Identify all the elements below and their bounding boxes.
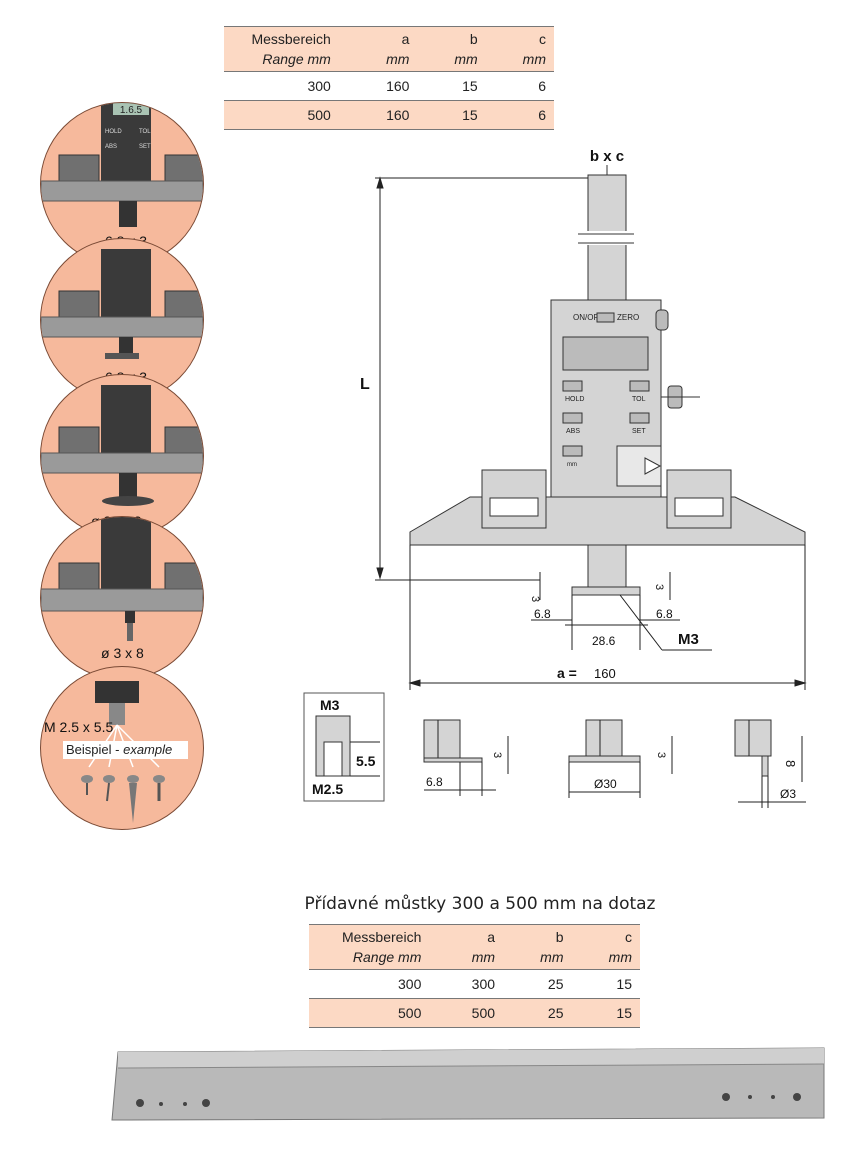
gauge-base-photo — [41, 385, 203, 506]
circle-photo-1: 1.6.5 HOLD TOL ABS SET 6,8 x 3 — [40, 102, 204, 266]
gauge-base-photo — [41, 249, 203, 359]
cell-range: 500 — [307, 107, 331, 123]
m3-callout: M3 — [678, 631, 699, 648]
extension-bridge-caption: Přídavné můstky 300 a 500 mm na dotaz — [304, 894, 656, 914]
example-note-de: Beispiel — [66, 742, 112, 757]
dim68-right: 6.8 — [656, 607, 673, 621]
header-c: c — [539, 31, 546, 47]
a-dim-label: a = — [557, 665, 577, 681]
mm-button-label: mm — [567, 462, 577, 468]
header-a: a — [401, 31, 410, 47]
detail-d55: 5.5 — [356, 753, 376, 769]
detail2-dim30: Ø30 — [594, 777, 617, 791]
cell-a: 300 — [471, 976, 496, 992]
cell-b: 15 — [462, 107, 478, 123]
cell-c: 6 — [538, 107, 546, 123]
probe-tips-photo — [81, 681, 165, 823]
example-note-sep: - — [111, 742, 124, 757]
cell-b: 25 — [547, 976, 564, 992]
header-c-unit: mm — [608, 949, 632, 965]
header-a: a — [487, 929, 496, 945]
cell-b: 15 — [462, 78, 478, 94]
cell-a: 160 — [386, 107, 410, 123]
cell-range: 500 — [398, 1005, 422, 1021]
dim3-left: 3 — [529, 596, 541, 602]
circle-photo-3: ø 30 x 3 — [40, 374, 204, 538]
header-c: c — [625, 929, 632, 945]
header-messbereich: Messbereich — [341, 929, 422, 945]
table-row: 500 160 15 6 — [224, 100, 554, 130]
display-readout: 1.6.5 — [120, 105, 143, 116]
probe-thread-label: M 2.5 x 5.5 — [44, 719, 114, 735]
example-note: Beispiel - example — [63, 741, 188, 759]
cell-range: 300 — [307, 78, 331, 94]
circle-photo-4: ø 3 x 8 — [40, 516, 204, 680]
cell-c: 6 — [538, 78, 546, 94]
header-range-mm: Range mm — [262, 51, 331, 67]
cell-c: 15 — [616, 1005, 632, 1021]
cell-a: 160 — [386, 78, 410, 94]
header-range-mm: Range mm — [352, 949, 422, 965]
tol-label: TOL — [139, 129, 151, 135]
detail3-dim3: Ø3 — [780, 787, 796, 801]
header-b-unit: mm — [540, 949, 564, 965]
header-b: b — [555, 929, 564, 945]
zero-label: ZERO — [617, 313, 639, 322]
bxc-label: b x c — [590, 148, 624, 165]
extension-bridge-photo — [111, 1047, 825, 1121]
header-a-unit: mm — [471, 949, 496, 965]
abs-button-label: ABS — [566, 428, 580, 435]
cell-c: 15 — [616, 976, 632, 992]
L-label: L — [360, 376, 370, 393]
dim286: 28.6 — [592, 634, 616, 648]
detail1-dim3: 3 — [491, 752, 503, 758]
gauge-base-photo — [41, 517, 203, 641]
header-a-unit: mm — [386, 51, 410, 67]
header-b-unit: mm — [454, 51, 478, 67]
detail2-dim3: 3 — [655, 752, 667, 758]
detail3-dim8: 8 — [783, 760, 798, 767]
table-row: 500 500 25 15 — [309, 998, 640, 1028]
circle-label: ø 3 x 8 — [101, 645, 144, 661]
abs-label: ABS — [105, 144, 117, 150]
hold-button-label: HOLD — [565, 396, 584, 403]
set-label: SET — [139, 144, 151, 150]
onoff-label: ON/OFF — [573, 313, 603, 322]
header-b: b — [469, 31, 478, 47]
cell-range: 300 — [398, 976, 422, 992]
a-dim-value: 160 — [594, 666, 616, 681]
header-messbereich: Messbereich — [251, 31, 331, 47]
detail1-dim68: 6.8 — [426, 775, 443, 789]
example-note-en: example — [123, 742, 173, 757]
table-row: 300 160 15 6 — [224, 72, 554, 101]
dim3-right: 3 — [653, 584, 665, 590]
cell-a: 500 — [471, 1005, 496, 1021]
detail-m25: M2.5 — [312, 781, 343, 797]
dim68-left: 6.8 — [534, 607, 551, 621]
cell-b: 25 — [547, 1005, 564, 1021]
table-row: 300 300 25 15 — [309, 970, 640, 999]
detail-m3: M3 — [320, 697, 340, 713]
gauge-base-photo: 1.6.5 HOLD TOL ABS SET — [41, 103, 203, 227]
tol-button-label: TOL — [632, 396, 646, 403]
header-c-unit: mm — [522, 51, 546, 67]
hold-label: HOLD — [105, 129, 122, 135]
set-button-label: SET — [632, 428, 646, 435]
circle-photo-5: M 2.5 x 5.5 Beispiel - example — [40, 666, 204, 830]
